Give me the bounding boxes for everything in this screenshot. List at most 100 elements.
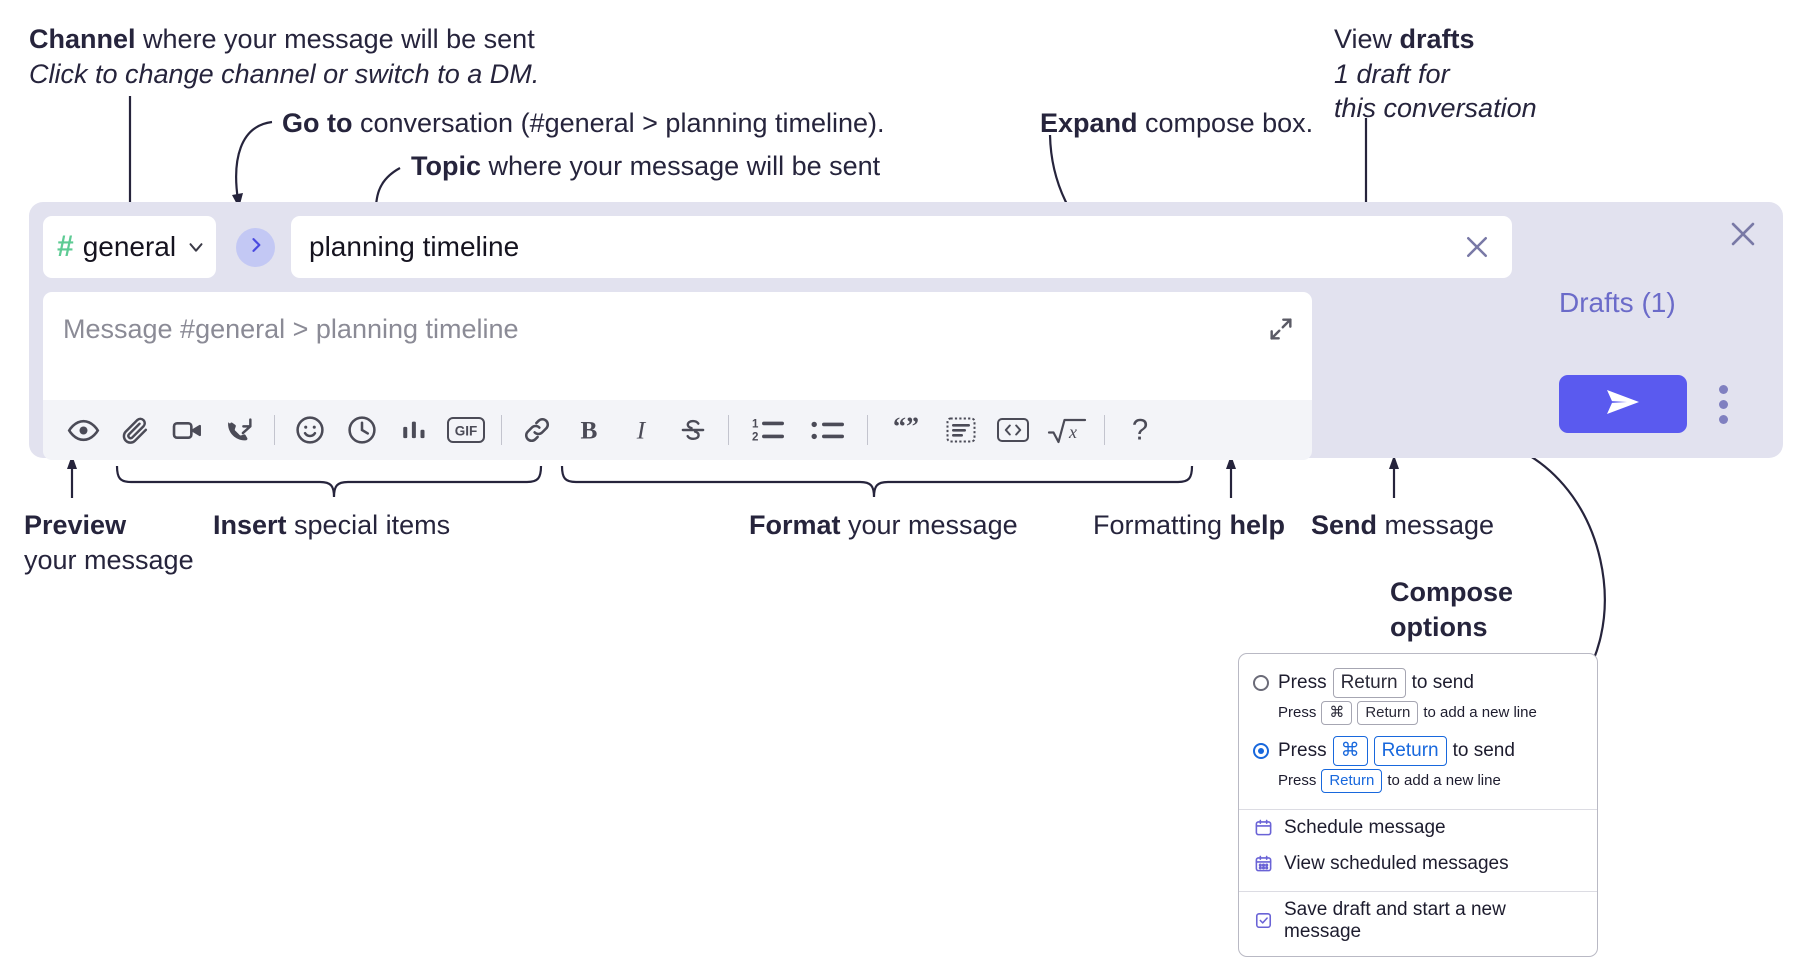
annotation-drafts-line2: 1 draft for xyxy=(1334,58,1450,89)
svg-text:x: x xyxy=(1068,422,1077,442)
italic-icon[interactable]: I xyxy=(615,407,667,453)
annotation-insert-rest: special items xyxy=(286,510,451,540)
svg-text:B: B xyxy=(581,416,598,444)
annotation-goto: Go to conversation (#general > planning … xyxy=(282,106,885,141)
option2-sub-key: Return xyxy=(1321,768,1383,793)
chevron-down-icon xyxy=(185,236,207,258)
option2-sub-post: to add a new line xyxy=(1387,772,1501,790)
svg-text:2: 2 xyxy=(752,432,758,444)
video-camera-icon[interactable] xyxy=(161,407,213,453)
inline-code-icon[interactable] xyxy=(987,407,1039,453)
option2-main-key1: ⌘ xyxy=(1332,735,1368,766)
channel-selector[interactable]: # general xyxy=(43,216,216,278)
annotation-expand-rest: compose box. xyxy=(1137,108,1314,138)
annotation-insert-bold: Insert xyxy=(213,510,287,540)
option1-sub-pre: Press xyxy=(1278,704,1317,722)
toolbar-separator xyxy=(728,415,729,445)
topic-field[interactable]: planning timeline xyxy=(291,216,1512,278)
help-icon[interactable]: ? xyxy=(1114,407,1166,453)
menu-radio-option-return[interactable]: Press Return to send xyxy=(1239,664,1597,698)
send-button[interactable] xyxy=(1559,375,1687,433)
menu-item-label: Save draft and start a new message xyxy=(1284,898,1506,942)
bulleted-list-icon[interactable] xyxy=(798,407,858,453)
annotation-channel-rest: where your message will be sent xyxy=(135,24,535,54)
toolbar-separator xyxy=(867,415,868,445)
calendar-icon xyxy=(1253,818,1273,838)
annotation-goto-bold: Go to xyxy=(282,108,353,138)
toolbar-separator xyxy=(1104,415,1105,445)
option1-sub-post: to add a new line xyxy=(1423,704,1537,722)
option1-main-post: to send xyxy=(1411,671,1474,693)
math-icon[interactable]: x xyxy=(1039,407,1095,453)
close-icon[interactable] xyxy=(1725,216,1761,252)
more-options-vertical-icon[interactable] xyxy=(1708,382,1738,426)
annotation-topic-rest: where your message will be sent xyxy=(481,151,881,181)
annotation-compose-options-line1: Compose xyxy=(1390,577,1514,607)
message-input-area[interactable]: Message #general > planning timeline xyxy=(43,292,1312,400)
bold-icon[interactable]: B xyxy=(563,407,615,453)
compose-header-row: # general planning timeline xyxy=(43,216,1512,278)
annotation-drafts-plain: View xyxy=(1334,24,1400,54)
option2-main-pre: Press xyxy=(1278,739,1327,761)
attachment-icon[interactable] xyxy=(109,407,161,453)
radio-button[interactable] xyxy=(1253,674,1269,691)
annotation-channel: Channel where your message will be sent … xyxy=(29,22,539,91)
annotation-drafts: View drafts 1 draft for this conversatio… xyxy=(1334,22,1537,126)
blockquote-icon[interactable]: “” xyxy=(877,407,935,453)
annotation-goto-rest: conversation (#general > planning timeli… xyxy=(352,108,885,138)
svg-text:1: 1 xyxy=(752,419,759,431)
send-paper-plane-icon xyxy=(1601,385,1645,424)
annotation-help-bold: help xyxy=(1229,510,1286,540)
menu-item-label: View scheduled messages xyxy=(1284,852,1509,874)
expand-compose-button[interactable] xyxy=(1264,314,1298,348)
preview-icon[interactable] xyxy=(57,407,109,453)
toolbar-separator xyxy=(274,415,275,445)
menu-divider xyxy=(1239,890,1597,892)
annotation-format-rest: your message xyxy=(840,510,1018,540)
annotation-format: Format your message xyxy=(749,508,1018,543)
radio-button-selected[interactable] xyxy=(1253,742,1269,759)
annotation-compose-options-line2: options xyxy=(1390,612,1488,643)
code-block-icon[interactable] xyxy=(935,407,987,453)
annotation-send-rest: message xyxy=(1377,510,1495,540)
expand-diagonal-icon xyxy=(1267,315,1295,348)
strikethrough-icon[interactable] xyxy=(667,407,719,453)
save-draft-icon xyxy=(1253,911,1273,931)
annotation-send: Send message xyxy=(1311,508,1494,543)
annotation-send-bold: Send xyxy=(1311,510,1378,540)
clock-icon[interactable] xyxy=(336,407,388,453)
goto-conversation-button[interactable] xyxy=(236,228,275,267)
toolbar-separator xyxy=(501,415,502,445)
drafts-link[interactable]: Drafts (1) xyxy=(1559,287,1676,318)
menu-radio-option-cmd-return[interactable]: Press ⌘ Return to send xyxy=(1239,732,1597,766)
compose-widget: # general planning timeline xyxy=(29,202,1783,460)
emoji-icon[interactable] xyxy=(284,407,336,453)
audio-clip-icon[interactable] xyxy=(213,407,265,453)
close-icon[interactable] xyxy=(1460,230,1494,264)
svg-text:I: I xyxy=(636,416,647,444)
option1-main-pre: Press xyxy=(1278,671,1327,693)
annotation-preview: Preview your message xyxy=(24,508,194,577)
menu-item-save-draft[interactable]: Save draft and start a new message xyxy=(1239,892,1597,950)
menu-radio-option-return-sub: Press ⌘ Return to add a new line xyxy=(1239,698,1597,732)
menu-item-schedule-message[interactable]: Schedule message xyxy=(1239,810,1597,846)
option2-main-key2: Return xyxy=(1373,735,1447,766)
option1-main-key: Return xyxy=(1332,668,1406,698)
menu-radio-option-cmd-return-sub: Press Return to add a new line xyxy=(1239,766,1597,800)
gif-icon[interactable]: GIF xyxy=(440,407,492,453)
link-icon[interactable] xyxy=(511,407,563,453)
annotation-expand: Expand compose box. xyxy=(1040,106,1313,141)
compose-right-pane: Drafts (1) xyxy=(1532,202,1783,458)
annotation-help: Formatting help xyxy=(1093,508,1285,543)
svg-text:?: ? xyxy=(1132,414,1148,446)
topic-value: planning timeline xyxy=(309,231,520,262)
annotation-preview-bold: Preview xyxy=(24,510,127,540)
svg-text:“”: “” xyxy=(893,414,919,441)
bar-chart-icon[interactable] xyxy=(388,407,440,453)
option1-sub-key2: Return xyxy=(1357,700,1419,725)
menu-item-view-scheduled-messages[interactable]: View scheduled messages xyxy=(1239,846,1597,882)
menu-divider xyxy=(1239,808,1597,810)
